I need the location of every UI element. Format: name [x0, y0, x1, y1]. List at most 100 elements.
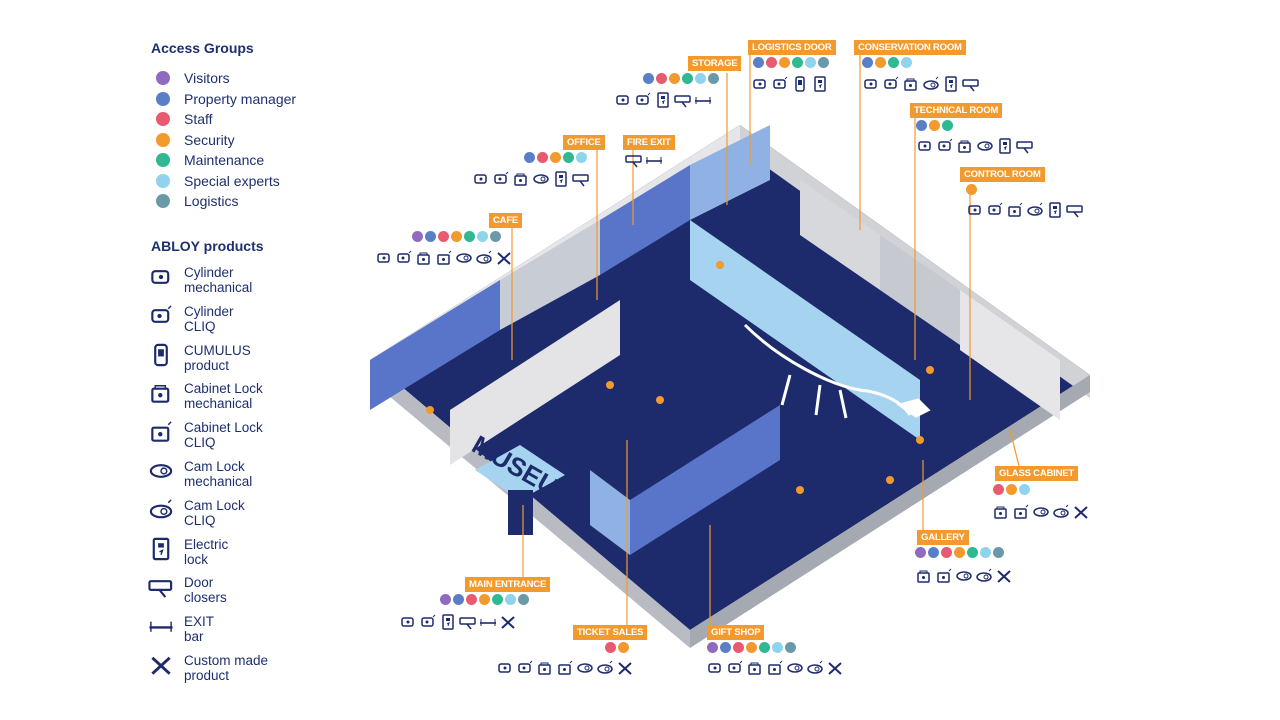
- cam-lock-cliq-icon: [597, 660, 613, 674]
- cylinder-mechanical-icon: [151, 270, 170, 284]
- cylinder-mechanical-icon: [498, 663, 511, 673]
- cabinet-lock-mechanical-icon: [917, 570, 930, 583]
- area-access-groups-gift: [707, 642, 796, 653]
- group-dot: [505, 594, 516, 605]
- group-dot: [440, 594, 451, 605]
- group-dot: [779, 57, 790, 68]
- product-label-line1: Cylinder: [184, 265, 234, 280]
- group-dot: [708, 73, 719, 84]
- group-dot: [928, 547, 939, 558]
- product-icon-wrap: [148, 343, 176, 371]
- area-products-office: [472, 171, 590, 187]
- group-dot: [479, 594, 490, 605]
- group-dot: [451, 231, 462, 242]
- cam-lock-mechanical-icon: [149, 464, 173, 478]
- product-label-line2: mechanical: [184, 280, 253, 295]
- group-dot: [464, 231, 475, 242]
- group-dot: [563, 152, 574, 163]
- exit-bar-icon: [480, 619, 496, 626]
- product-label-line2: product: [184, 357, 230, 373]
- electric-lock-icon: [152, 537, 170, 560]
- product-label-line2: mechanical: [184, 396, 253, 412]
- access-groups-title: Access Groups: [151, 40, 254, 56]
- electric-lock-icon: [945, 76, 957, 92]
- door-closer-icon: [1066, 205, 1083, 218]
- cam-lock-mechanical-icon: [787, 663, 803, 673]
- cabinet-lock-mechanical-icon: [748, 662, 761, 675]
- group-dot: [1006, 484, 1017, 495]
- access-group-item: Visitors: [156, 68, 296, 89]
- group-dot: [490, 231, 501, 242]
- area-access-groups-technical: [916, 120, 953, 131]
- group-dot: [1019, 484, 1030, 495]
- cam-lock-cliq-icon: [976, 568, 992, 582]
- area-products-conservation: [862, 76, 980, 92]
- product-label-line1: Cam Lock: [184, 458, 245, 474]
- group-color-dot: [156, 194, 170, 209]
- area-access-groups-storage: [643, 73, 719, 84]
- group-dot: [438, 231, 449, 242]
- cabinet-lock-cliq-icon: [151, 421, 172, 442]
- area-label-storage: STORAGE: [688, 56, 742, 71]
- area-products-logistics: [751, 76, 829, 92]
- custom-made-icon: [618, 662, 632, 675]
- area-products-control: [966, 202, 1084, 218]
- fire-exit-wall: [600, 165, 690, 275]
- cabinet-lock-mechanical-icon: [417, 252, 430, 265]
- custom-made-icon: [151, 656, 171, 675]
- cam-lock-mechanical-icon: [956, 571, 972, 581]
- cylinder-mechanical-icon: [474, 174, 487, 184]
- product-icon-wrap: [148, 537, 176, 565]
- group-label: Security: [184, 131, 235, 148]
- cabinet-lock-mechanical-icon: [538, 662, 551, 675]
- office-back-wall: [500, 220, 600, 330]
- area-products-main: [399, 614, 517, 630]
- cam-lock-cliq-icon: [923, 76, 939, 90]
- product-icon-wrap: [148, 498, 176, 526]
- area-label-main: MAIN ENTRANCE: [465, 577, 551, 592]
- cam-lock-cliq-icon: [149, 499, 173, 519]
- area-access-groups-conservation: [862, 57, 912, 68]
- cabinet-lock-mechanical-icon: [994, 506, 1007, 519]
- product-label-line1: Cabinet Lock: [184, 420, 263, 436]
- group-dot: [682, 73, 693, 84]
- cam-lock-mechanical-icon: [577, 663, 593, 673]
- technical-wall: [880, 235, 960, 345]
- door-closer-icon: [459, 617, 476, 630]
- entrance-door: [508, 490, 533, 535]
- area-label-logistics: LOGISTICS DOOR: [748, 40, 836, 55]
- door-closer-icon: [962, 79, 979, 92]
- product-label-line1: Custom made: [184, 652, 269, 668]
- area-products-fire: [625, 152, 663, 168]
- group-label: Maintenance: [184, 152, 265, 169]
- group-dot: [537, 152, 548, 163]
- exit-bar-icon: [646, 157, 662, 164]
- group-dot: [524, 152, 535, 163]
- product-label-line2: CLIQ: [184, 435, 216, 451]
- cylinder-cliq-icon: [421, 614, 436, 627]
- cam-lock-cliq-icon: [807, 660, 823, 674]
- group-dot: [453, 594, 464, 605]
- group-dot: [792, 57, 803, 68]
- group-dot: [466, 594, 477, 605]
- area-label-conservation: CONSERVATION ROOM: [854, 40, 966, 55]
- cabinet-lock-mechanical-icon: [904, 78, 917, 91]
- product-icon-wrap: [148, 653, 176, 681]
- group-dot: [916, 120, 927, 131]
- area-label-office: OFFICE: [563, 135, 605, 150]
- group-dot: [746, 642, 757, 653]
- group-dot: [942, 120, 953, 131]
- product-label-line1: EXIT: [184, 614, 215, 630]
- group-dot: [753, 57, 764, 68]
- cam-lock-cliq-icon: [1027, 202, 1043, 216]
- group-dot: [941, 547, 952, 558]
- exit-bar-icon: [149, 621, 173, 632]
- area-products-gift: [706, 660, 844, 676]
- area-access-groups-gallery: [915, 547, 1004, 558]
